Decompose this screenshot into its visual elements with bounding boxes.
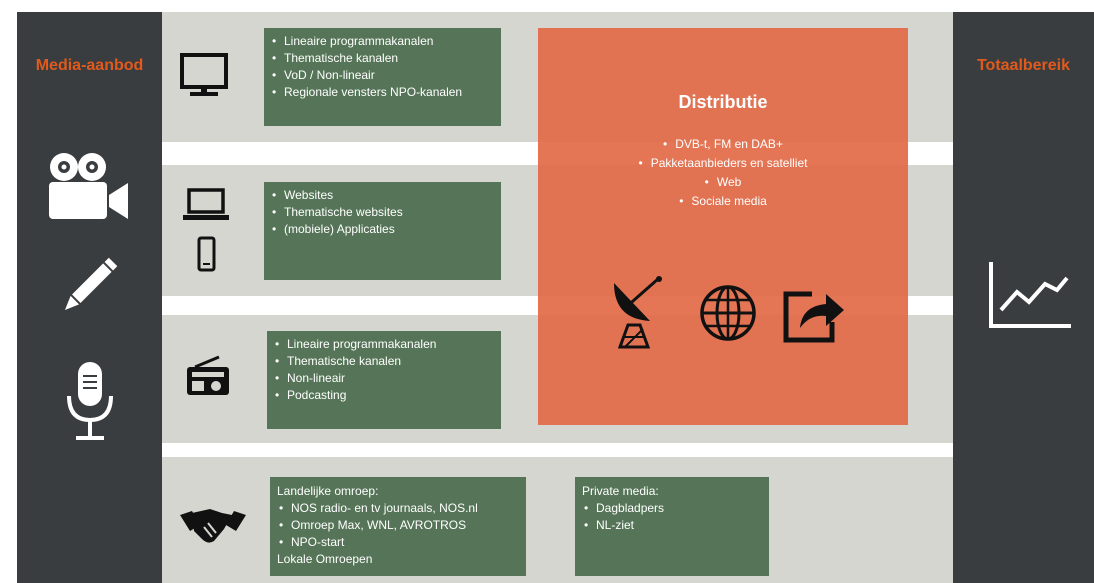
list-item: Lineaire programmakanalen xyxy=(273,336,495,353)
list-item: Podcasting xyxy=(273,387,495,404)
box-heading: Private media: xyxy=(582,484,659,498)
national-broadcaster-box: Landelijke omroep: NOS radio- en tv jour… xyxy=(270,477,526,576)
share-icon xyxy=(783,291,844,343)
right-panel-title: Totaalbereik xyxy=(976,57,1071,74)
list-item: DVB-t, FM en DAB+ xyxy=(538,135,908,154)
list-item: VoD / Non-lineair xyxy=(270,67,495,84)
video-camera-icon xyxy=(49,153,128,219)
handshake-icon xyxy=(180,509,246,543)
list-item: Thematische websites xyxy=(270,204,495,221)
satellite-dish-icon xyxy=(614,276,662,349)
television-icon xyxy=(180,53,228,96)
distribution-title: Distributie xyxy=(678,92,768,112)
right-panel: Totaalbereik xyxy=(953,12,1094,583)
list-item: Omroep Max, WNL, AVROTROS xyxy=(277,517,519,534)
microphone-icon xyxy=(67,362,113,440)
line-chart-icon xyxy=(989,262,1071,328)
list-item: (mobiele) Applicaties xyxy=(270,221,495,238)
laptop-phone-icon xyxy=(183,188,229,272)
globe-icon xyxy=(700,285,756,341)
online-channels-box: Websites Thematische websites (mobiele) … xyxy=(264,182,501,280)
private-media-box: Private media: Dagbladpers NL-ziet xyxy=(575,477,769,576)
list-item: NPO-start xyxy=(277,534,519,551)
left-panel-title: Media-aanbod xyxy=(35,57,144,74)
list-item: Thematische kanalen xyxy=(273,353,495,370)
list-item: NL-ziet xyxy=(582,517,762,534)
tv-channels-box: Lineaire programmakanalen Thematische ka… xyxy=(264,28,501,126)
list-item: Websites xyxy=(270,187,495,204)
list-item: Regionale vensters NPO-kanalen xyxy=(270,84,495,101)
left-panel: Media-aanbod xyxy=(17,12,162,583)
list-item: Dagbladpers xyxy=(582,500,762,517)
distribution-box: Distributie DVB-t, FM en DAB+ Pakketaanb… xyxy=(538,28,908,425)
list-item: Sociale media xyxy=(538,192,908,211)
list-item: Lineaire programmakanalen xyxy=(270,33,495,50)
list-item: Web xyxy=(538,173,908,192)
list-item: NOS radio- en tv journaals, NOS.nl xyxy=(277,500,519,517)
box-footer: Lokale Omroepen xyxy=(277,552,373,566)
list-item: Pakketaanbieders en satelliet xyxy=(538,154,908,173)
list-item: Thematische kanalen xyxy=(270,50,495,67)
radio-channels-box: Lineaire programmakanalen Thematische ka… xyxy=(267,331,501,429)
pencil-icon xyxy=(64,257,117,311)
radio-icon xyxy=(187,355,229,395)
box-heading: Landelijke omroep: xyxy=(277,484,379,498)
list-item: Non-lineair xyxy=(273,370,495,387)
